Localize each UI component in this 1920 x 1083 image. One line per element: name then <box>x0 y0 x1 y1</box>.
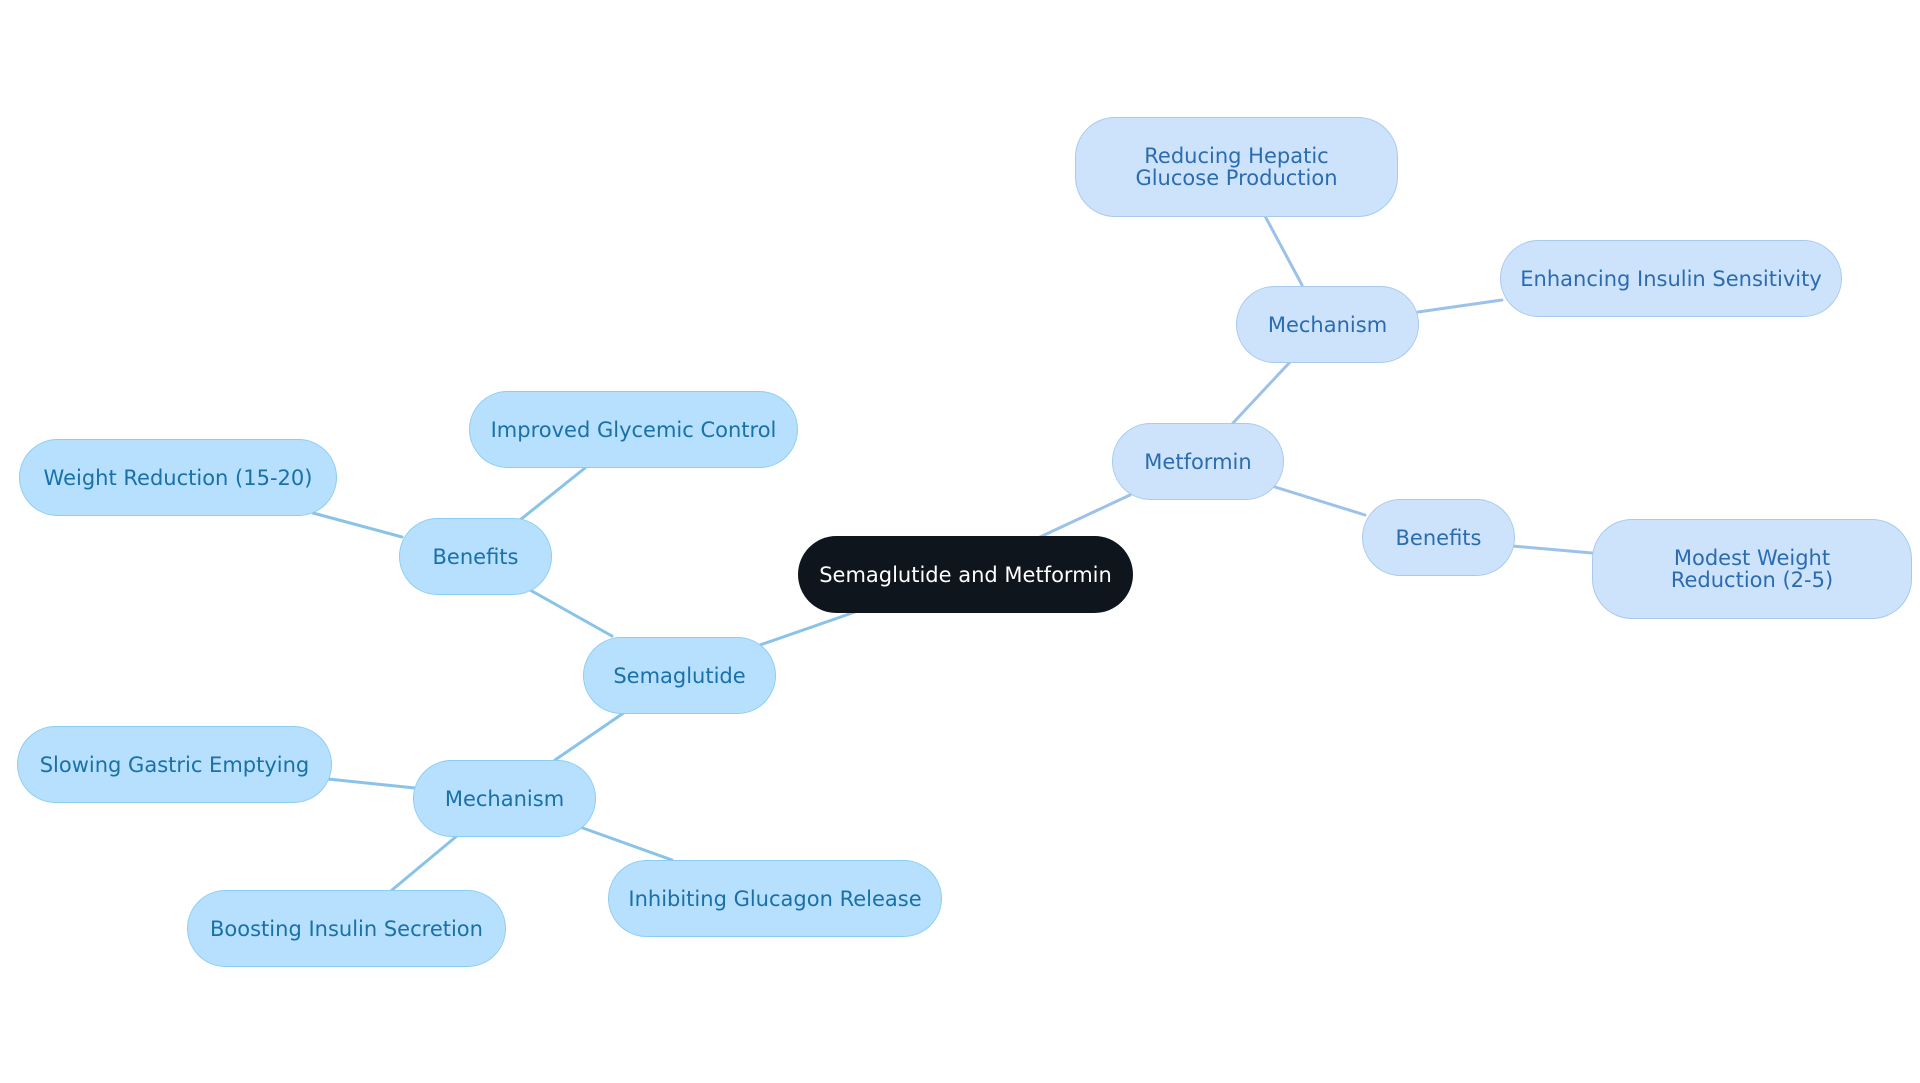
semaglutide-mechanism-node[interactable]: Mechanism <box>413 760 596 837</box>
edge-metformin-mechanism <box>1231 360 1292 425</box>
edge-benefits-weight <box>311 511 404 539</box>
semaglutide-node[interactable]: Semaglutide <box>583 637 776 714</box>
edge-mechanism-sensitivity <box>1416 298 1504 314</box>
edge-semaglutide-benefits <box>528 588 614 638</box>
inhibiting-glucagon-release-node[interactable]: Inhibiting Glucagon Release <box>608 860 942 937</box>
edge-root-metformin <box>1038 493 1132 539</box>
metformin-node[interactable]: Metformin <box>1112 423 1284 500</box>
boosting-insulin-secretion-node[interactable]: Boosting Insulin Secretion <box>187 890 506 967</box>
edge-mechanism-hepatic <box>1263 214 1304 287</box>
metformin-mechanism-node[interactable]: Mechanism <box>1236 286 1419 363</box>
slowing-gastric-emptying-node[interactable]: Slowing Gastric Emptying <box>17 726 332 803</box>
edge-mechanism-insulin <box>390 833 460 892</box>
edge-root-semaglutide <box>758 610 857 647</box>
enhancing-insulin-sensitivity-node[interactable]: Enhancing Insulin Sensitivity <box>1500 240 1842 317</box>
improved-glycemic-control-node[interactable]: Improved Glycemic Control <box>469 391 798 468</box>
edge-mechanism-glucagon <box>578 825 674 862</box>
edge-mechanism-gastric <box>326 777 417 790</box>
edge-semaglutide-mechanism <box>553 710 627 762</box>
root-node[interactable]: Semaglutide and Metformin <box>798 536 1133 613</box>
reducing-hepatic-glucose-production-node[interactable]: Reducing Hepatic Glucose Production <box>1075 117 1398 217</box>
modest-weight-reduction-node[interactable]: Modest Weight Reduction (2-5) <box>1592 519 1912 619</box>
edge-benefits-glycemic <box>518 466 587 522</box>
metformin-benefits-node[interactable]: Benefits <box>1362 499 1515 576</box>
weight-reduction-node[interactable]: Weight Reduction (15-20) <box>19 439 337 516</box>
semaglutide-benefits-node[interactable]: Benefits <box>399 518 552 595</box>
edge-metformin-benefits <box>1273 485 1367 517</box>
edge-benefits-modest <box>1510 544 1594 555</box>
